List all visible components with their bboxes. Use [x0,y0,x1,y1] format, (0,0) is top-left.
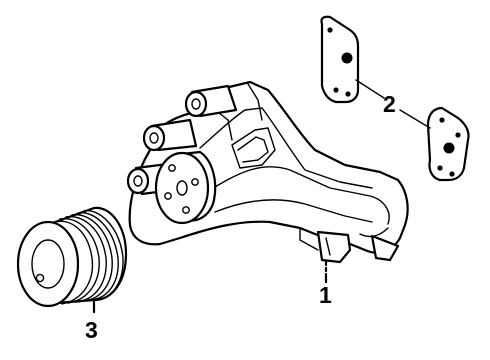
gasket-upper [320,15,360,104]
bolt-boss-top [184,84,238,118]
water-pump-housing [126,80,409,264]
gasket-lower [426,106,470,182]
pump-hub-flange [154,150,217,225]
callout-1-label: 1 [319,282,332,308]
callout-2-label: 2 [383,91,396,117]
bolt-boss-middle [142,118,198,152]
pulley [16,206,128,308]
callout-leaders [92,79,431,314]
callout-3-label: 3 [85,317,98,343]
